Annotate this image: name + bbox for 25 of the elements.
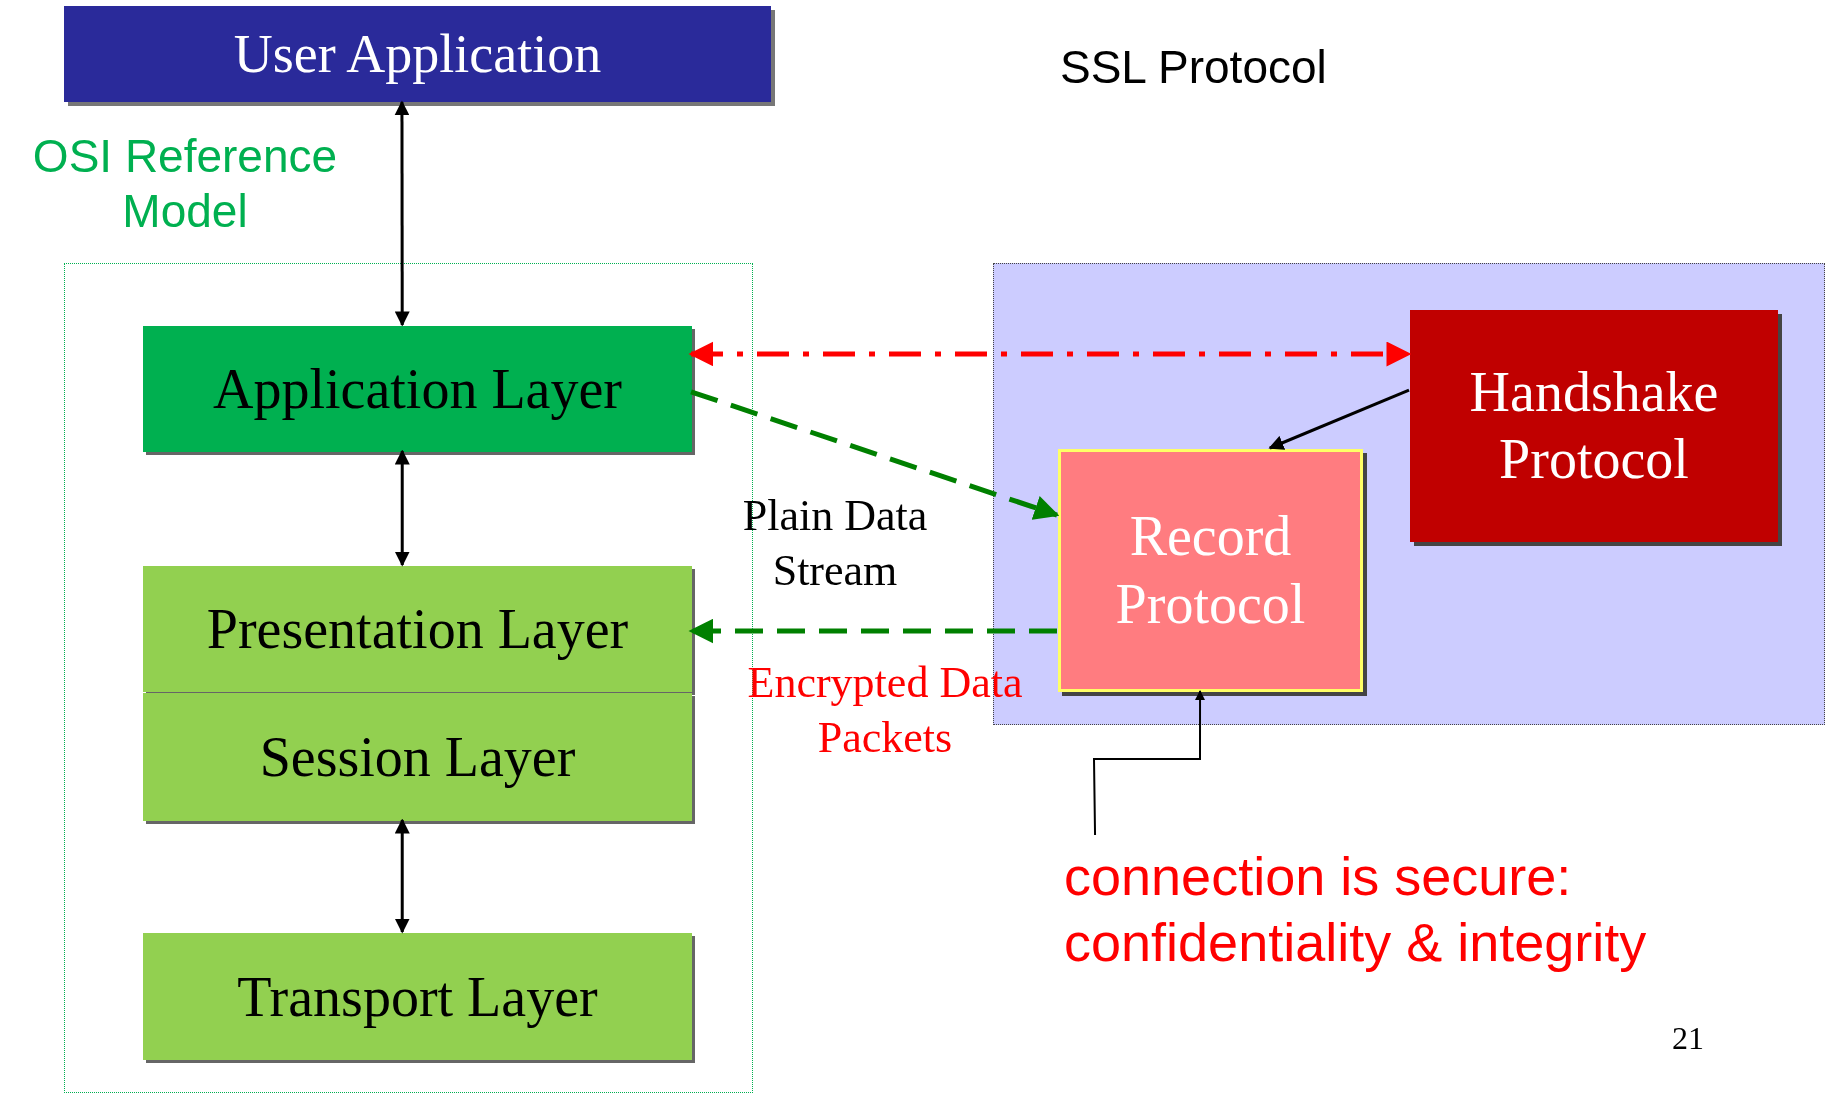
leader-line [1093, 690, 1206, 836]
box-label: Session Layer [258, 725, 577, 789]
arrow [690, 389, 1060, 520]
layer-box [143, 933, 692, 1060]
arrow [1268, 388, 1410, 450]
box-label: Transport Layer [236, 964, 599, 1029]
box-label: Application Layer [212, 357, 623, 421]
model-heading: OSI Reference Model [31, 129, 339, 240]
arrow [394, 100, 410, 327]
arrow [394, 449, 410, 567]
box-label: Record Protocol [1114, 504, 1307, 637]
box-label: Presentation Layer [205, 597, 630, 661]
layer-box [143, 693, 692, 821]
edge-label: Encrypted Data Packets [746, 657, 1024, 764]
box-label: Handshake Protocol [1468, 359, 1720, 492]
page-number: 21 [1672, 1020, 1704, 1057]
box-label: User Application [232, 23, 603, 85]
slide-title: SSL Protocol [1060, 40, 1327, 94]
edge-label: Plain Data Stream [741, 490, 929, 597]
arrow [688, 618, 1057, 644]
layer-box [143, 566, 692, 692]
layer-box [143, 326, 692, 452]
arrow [688, 341, 1412, 367]
arrow [394, 818, 410, 934]
box-label: connection is secure: confidentiality & integrity [1063, 845, 1648, 974]
